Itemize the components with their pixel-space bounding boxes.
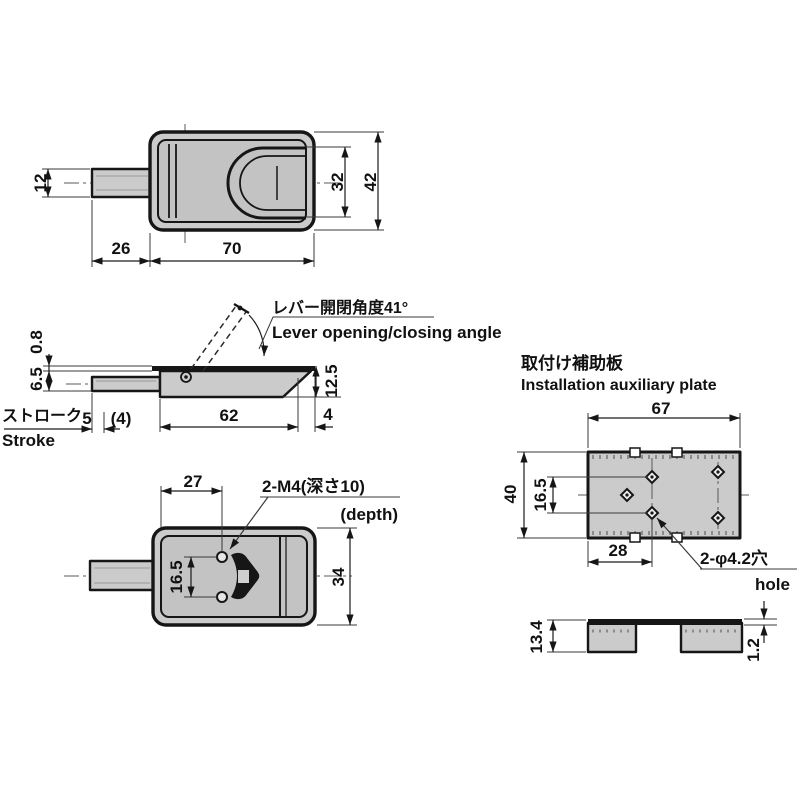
angle-arc — [248, 314, 269, 357]
top-plate — [152, 366, 315, 371]
notch-top-left — [629, 447, 641, 458]
dim-label-26: 26 — [112, 239, 131, 258]
dim-label-70: 70 — [223, 239, 242, 258]
dim-1.2: 1.2 — [744, 601, 777, 662]
dim-label-0.8: 0.8 — [27, 330, 46, 354]
plate-side-block-right — [679, 621, 744, 654]
shaft-bottom — [88, 559, 155, 592]
dim-16.5-bottom: 16.5 — [167, 556, 217, 598]
bottom-view: 27 2-M4(深さ10) (depth) 16.5 34 — [64, 472, 400, 627]
lever-handle — [226, 146, 306, 220]
angle-label-en: Lever opening/closing angle — [272, 323, 502, 342]
dim-42: 42 — [314, 131, 384, 231]
plate-title-en: Installation auxiliary plate — [521, 377, 717, 394]
dim-label-6.5: 6.5 — [27, 367, 46, 391]
dim-label-5: 5 — [82, 409, 91, 428]
plate-title-jp: 取付け補助板 — [521, 353, 624, 373]
thread-callout: 2-M4(深さ10) (depth) — [229, 476, 400, 550]
plate-view: 取付け補助板 Installation auxiliary plate 67 — [501, 353, 797, 594]
dim-label-34: 34 — [329, 567, 348, 586]
thread-label: 2-M4(深さ10) — [262, 476, 365, 496]
dim-32: 32 — [306, 146, 351, 218]
dim-26: 26 — [91, 200, 151, 267]
plate-side-view: 13.4 1.2 — [527, 601, 777, 662]
side-view: レバー開閉角度41° Lever opening/closing angle 0… — [2, 298, 502, 450]
dim-stroke: ストローク Stroke 5 (4) — [2, 393, 131, 450]
dim-label-12: 12 — [31, 174, 50, 193]
hole-label-jp: 2-φ4.2穴 — [700, 548, 768, 568]
depth-label: (depth) — [340, 505, 398, 524]
dim-70: 70 — [150, 233, 315, 267]
m4-hole-top — [216, 551, 228, 563]
dim-label-67: 67 — [652, 399, 671, 418]
dim-13.4: 13.4 — [527, 619, 586, 654]
dim-label-4-alt: (4) — [111, 409, 132, 428]
dim-label-16.5: 16.5 — [167, 560, 186, 593]
plate-side-block-left — [586, 621, 638, 654]
dim-34: 34 — [317, 527, 357, 626]
dim-27: 27 — [160, 472, 223, 552]
dim-16.5-plate: 16.5 — [531, 476, 647, 514]
dim-label-13.4: 13.4 — [527, 620, 546, 654]
top-view: 12 26 70 32 42 — [31, 124, 384, 267]
stroke-label-jp: ストローク — [2, 407, 82, 425]
body-side — [158, 369, 313, 399]
notch-bottom-left — [629, 532, 641, 543]
notch-bottom-right — [671, 532, 683, 543]
angle-leader — [258, 316, 434, 350]
m4-hole-bottom — [216, 591, 228, 603]
dim-label-12.5: 12.5 — [322, 364, 341, 397]
angle-label-jp: レバー開閉角度41° — [272, 298, 408, 317]
notch-top-right — [671, 447, 683, 458]
hole-label-en: hole — [755, 575, 790, 594]
dim-label-42: 42 — [361, 173, 380, 192]
shaft-side — [90, 375, 162, 393]
shaft — [90, 167, 152, 199]
pivot — [180, 371, 192, 383]
plate-holes — [619, 464, 726, 526]
latch-pawl-slot — [238, 570, 249, 583]
hole-callout: 2-φ4.2穴 hole — [656, 517, 797, 594]
dim-label-1.2: 1.2 — [744, 638, 763, 662]
dim-40: 40 — [501, 451, 586, 539]
body-inner — [157, 139, 307, 223]
dim-label-28: 28 — [609, 541, 628, 560]
dim-12.5: 12.5 — [283, 364, 341, 398]
dim-28: 28 — [587, 519, 653, 567]
dim-label-16.5-plate: 16.5 — [531, 478, 550, 511]
dim-label-32: 32 — [328, 173, 347, 192]
dim-67: 67 — [587, 399, 741, 448]
dim-62-4: 62 4 — [159, 372, 333, 432]
dim-label-27: 27 — [184, 472, 203, 491]
dim-label-40: 40 — [501, 485, 520, 504]
stroke-label-en: Stroke — [2, 431, 55, 450]
dim-label-4: 4 — [323, 405, 333, 424]
dim-label-62: 62 — [220, 406, 239, 425]
lever-open-position — [190, 302, 269, 372]
dim-0.8-6.5: 0.8 6.5 — [27, 330, 152, 392]
dim-12: 12 — [31, 168, 90, 198]
plate-side-strip — [588, 619, 742, 625]
